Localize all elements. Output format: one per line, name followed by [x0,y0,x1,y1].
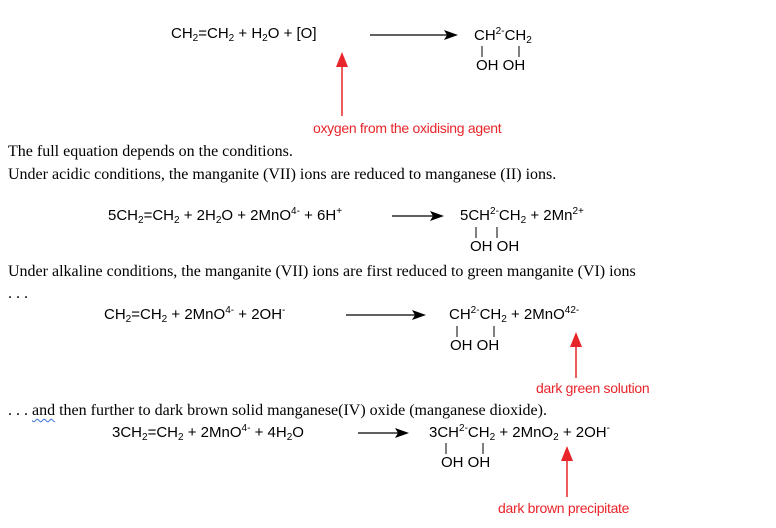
reaction-arrow [370,30,458,40]
reaction3-reactants: CH2=CH2 + 2MnO4- + 2OH- [104,305,286,325]
spellcheck-word: and [32,402,56,419]
further-lead: . . . [8,402,32,419]
reaction2-product-bottom: OH OH [470,238,520,255]
further-rest: then further to dark brown solid mangane… [55,402,547,419]
reaction-arrow [392,211,444,221]
bond-lines [445,443,484,454]
reaction1-product-bottom: OH OH [476,57,526,74]
bond-lines [475,227,498,238]
reaction1-annotation: oxygen from the oxidising agent [313,120,502,136]
reaction3-annotation: dark green solution [536,380,650,396]
reaction4-reactants: 3CH2=CH2 + 2MnO4- + 4H2O [112,423,304,443]
alkaline-text-line2: . . . [8,285,28,302]
reaction3-products: CH2-CH2 + 2MnO42- [449,305,580,325]
reaction2-products: 5CH2-CH2 + 2Mn2+ [460,206,584,226]
bond-lines [481,46,520,57]
further-text: . . . and then further to dark brown sol… [8,401,547,421]
reaction1-reactants: CH2=CH2 + H2O + [O] [171,25,317,44]
red-pointer-arrow [570,332,582,378]
red-pointer-arrow [561,446,573,497]
reaction4-annotation: dark brown precipitate [498,500,630,516]
reaction-arrow [358,428,409,438]
reaction3-product-bottom: OH OH [450,337,500,354]
alkaline-text-line1: Under alkaline conditions, the manganite… [8,263,636,280]
reaction4-products: 3CH2-CH2 + 2MnO2 + 2OH- [429,423,610,443]
reaction4-product-bottom: OH OH [441,454,491,471]
intro-text: The full equation depends on the conditi… [8,143,293,160]
reaction2-reactants: 5CH2=CH2 + 2H2O + 2MnO4- + 6H+ [108,206,343,226]
bond-lines [456,326,495,337]
reaction1-product-top: CH2-CH2 [474,26,532,46]
red-pointer-arrow [336,52,348,116]
reaction-arrow [346,310,426,320]
acidic-text: Under acidic conditions, the manganite (… [8,166,557,183]
